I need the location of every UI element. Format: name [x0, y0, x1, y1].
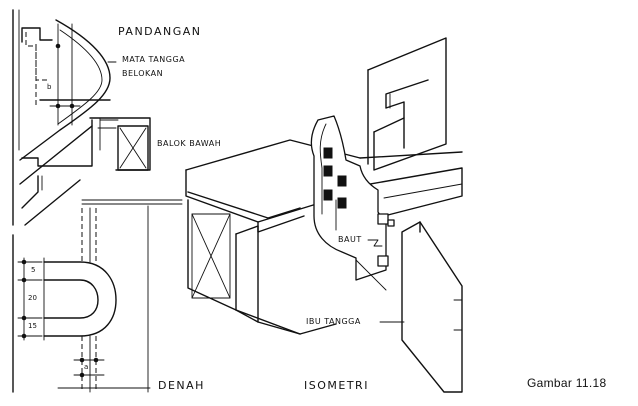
- ibu-tangga-label: IBU TANGGA: [306, 317, 361, 326]
- balok-bawah-label: BALOK BAWAH: [157, 139, 222, 148]
- denah-label: DENAH: [158, 379, 205, 392]
- isometric-view: [185, 37, 463, 393]
- dimension-15-label: 15: [28, 322, 37, 330]
- isometri-label: ISOMETRI: [304, 379, 369, 392]
- dimension-5-label: 5: [31, 266, 36, 274]
- baut-label: BAUT: [338, 235, 362, 244]
- elevation-view: [12, 9, 183, 226]
- plan-view: [12, 205, 151, 393]
- pandangan-label: PANDANGAN: [118, 25, 202, 38]
- mata-tangga-label: MATA TANGGA: [122, 55, 186, 64]
- belokan-label: BELOKAN: [122, 69, 164, 78]
- dimension-20-label: 20: [28, 294, 37, 302]
- dimension-b-label: b: [47, 83, 52, 91]
- figure-caption: Gambar 11.18: [527, 376, 607, 390]
- dimension-a-label: a: [84, 363, 89, 371]
